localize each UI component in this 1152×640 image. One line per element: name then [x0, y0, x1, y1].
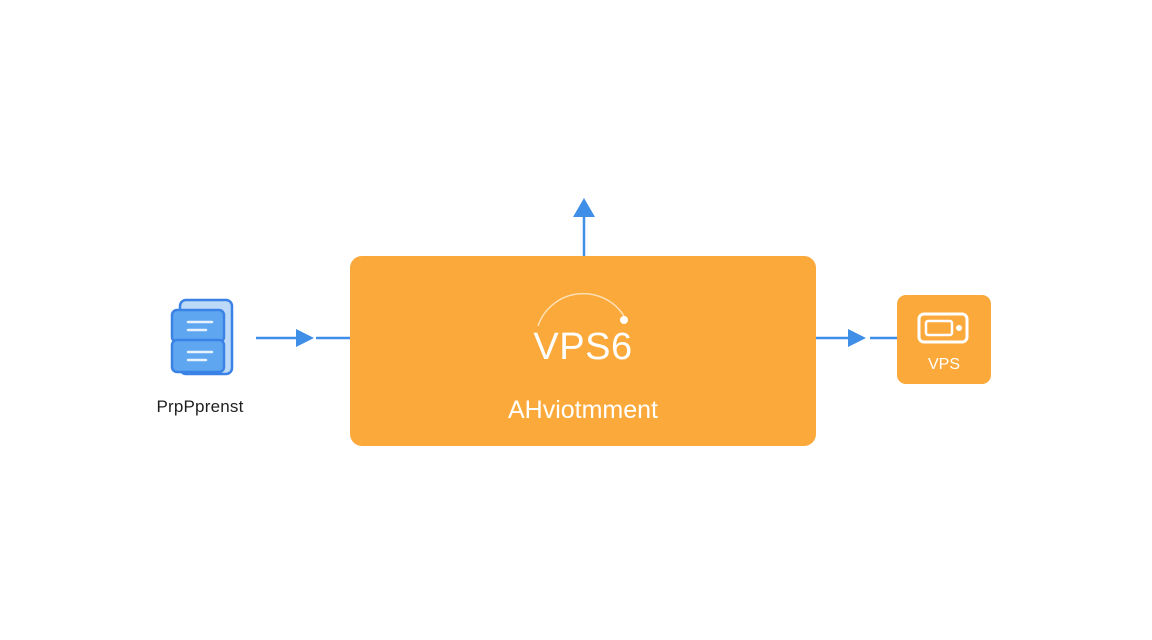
upward-arrow-icon	[573, 198, 595, 256]
vps-node-label: VPS	[927, 356, 960, 373]
main-node-subtitle: AHviotmment	[507, 396, 659, 424]
main-to-vps-arrow-icon	[816, 329, 897, 347]
source-label: PrpPprenst	[156, 397, 244, 416]
server-card-icon	[917, 312, 969, 344]
source-to-main-arrow-icon	[256, 329, 350, 347]
document-stack-icon	[170, 298, 234, 376]
main-node[interactable]	[350, 256, 816, 446]
progress-arc-icon	[537, 292, 628, 327]
vps-node[interactable]	[897, 295, 991, 384]
main-node-title: VPS6	[533, 326, 633, 368]
